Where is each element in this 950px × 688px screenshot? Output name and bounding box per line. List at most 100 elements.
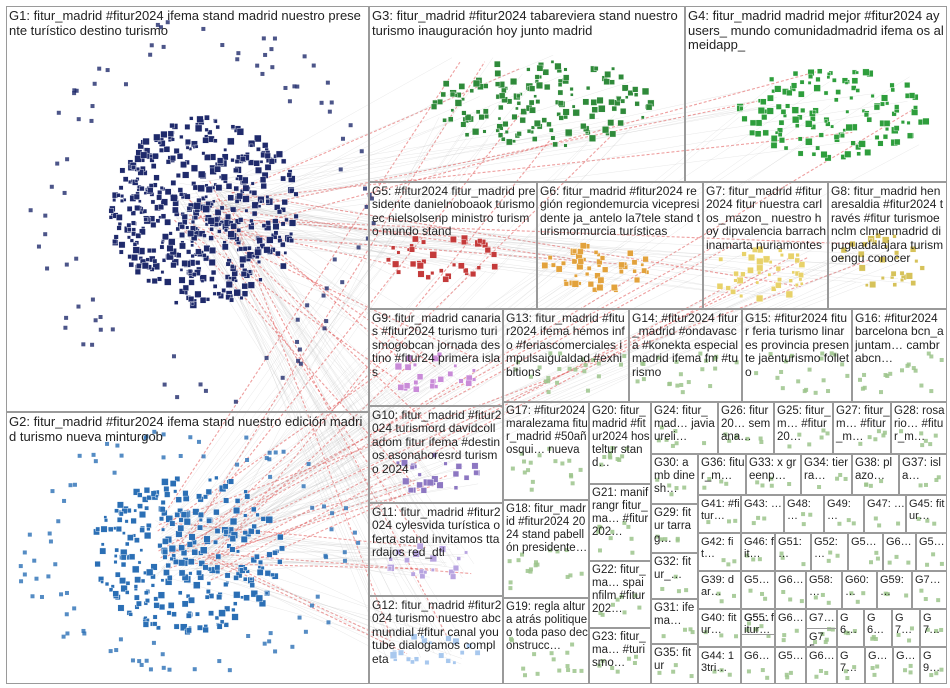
group-cell-g10: G10: fitur_madrid #fitur2024 turismord d… [369, 406, 503, 503]
group-label-g10: G10: fitur_madrid #fitur2024 turismord d… [372, 409, 502, 476]
group-label-g73: G7… [840, 650, 864, 675]
group-cell-g9: G9: fitur_madrid canarias #fitur2024 tur… [369, 309, 503, 406]
group-cell-g52: G52: … [811, 533, 848, 571]
group-cell-g15: G15: #fitur2024 fitur feria turismo lina… [742, 309, 852, 402]
group-cell-g72: G7… [920, 609, 947, 647]
group-cell-g60: G60: … [842, 571, 877, 609]
group-cell-g59: G59: … [877, 571, 912, 609]
group-label-g76: G… [896, 650, 919, 662]
group-cell-g68: G6… [837, 609, 864, 647]
group-label-g30: G30: amb dinesh… [654, 457, 697, 496]
group-cell-g17: G17: #fitur2024 maralezama fitur_madrid … [503, 402, 589, 500]
group-label-g29: G29: fitur tarrag… [654, 507, 697, 546]
group-label-g47: G47: … [867, 498, 905, 510]
group-cell-g5: G5: #fitur2024 fitur_madrid presidente d… [369, 182, 537, 309]
group-label-g18: G18: fitur_madrid #fitur2024 2024 stand … [506, 503, 588, 555]
group-label-g58: G58: … [809, 574, 841, 599]
group-label-g23: G23: fitur_ma… #turismo… [592, 631, 650, 670]
group-label-g8: G8: fitur_madrid henaresaldia #fitur2024… [831, 185, 946, 266]
group-cell-g33: G33: x greenp… [746, 454, 801, 495]
group-cell-g1: G1: fitur_madrid #fitur2024 ifema stand … [6, 6, 369, 412]
group-label-g39: G39: dar… [701, 574, 740, 599]
group-label-g68: G6… [840, 612, 863, 637]
group-cell-g20: G20: fitur_madrid #fitur2024 hosteltur s… [589, 402, 651, 484]
group-label-g45: G45: fitur… [909, 498, 946, 523]
group-cell-g50: G5… [741, 571, 775, 609]
group-cell-g24: G24: fitur_mad… javiaureli… [651, 402, 718, 454]
group-cell-g19: G19: regla altura atrás politiqueo toda … [503, 598, 589, 684]
group-cell-g13: G13: fitur_madrid #fitur2024 ifema hemos… [503, 309, 629, 402]
group-cell-g41: G41: #fitur… [698, 495, 741, 533]
group-label-g44: G44: 13tri… [701, 650, 740, 675]
group-label-g70: G7… [809, 612, 836, 624]
group-label-g13: G13: fitur_madrid #fitur2024 ifema hemos… [506, 312, 628, 379]
group-cell-g62: G6… [775, 609, 806, 647]
group-cell-g39: G39: dar… [698, 571, 741, 609]
group-cell-g49: G49: … [824, 495, 864, 533]
group-cell-g16: G16: #fitur2024 barcelona bcn_ajuntam… c… [852, 309, 947, 402]
group-cell-g38: G38: plazo… [852, 454, 899, 495]
group-label-g15: G15: #fitur2024 fitur feria turismo lina… [745, 312, 851, 379]
group-cell-g21: G21: manifrangr fitur_ma… #fitur202… [589, 484, 651, 561]
group-cell-g30: G30: amb dinesh… [651, 454, 698, 504]
group-cell-g4: G4: fitur_madrid madrid mejor #fitur2024… [685, 6, 947, 182]
group-label-g20: G20: fitur_madrid #fitur2024 hosteltur s… [592, 405, 650, 469]
group-label-g3: G3: fitur_madrid #fitur2024 tabareviera … [372, 9, 684, 38]
group-label-g37: G37: isla… [902, 457, 946, 483]
group-cell-g47: G47: … [864, 495, 906, 533]
group-label-g69: G6… [867, 612, 891, 637]
group-label-g40: G40: fitur… [701, 612, 740, 637]
group-label-g46: G46: fit… [744, 536, 774, 561]
group-cell-g45: G45: fitur… [906, 495, 947, 533]
group-cell-g28: G28: rosario… #fitur_m… [891, 402, 947, 454]
group-label-g6: G6: fitur_madrid #fitur2024 región regio… [540, 185, 702, 239]
group-label-g19: G19: regla altura atrás politiqueo toda … [506, 601, 588, 653]
group-cell-g26: G26: fitur20… semana… [718, 402, 774, 454]
group-label-g38: G38: plazo… [855, 457, 898, 483]
group-cell-g2: G2: fitur_madrid #fitur2024 ifema stand … [6, 412, 369, 684]
group-cell-g63: G6… [741, 647, 775, 684]
group-cell-g22: G22: fitur_ma… spainfilm #fitur202… [589, 561, 651, 628]
group-cell-g57: G5… [916, 533, 947, 571]
group-label-g51: G51: … [778, 536, 810, 561]
group-label-g60: G60: … [845, 574, 876, 599]
group-cell-g14: G14: #fitur2024 fitur_madrid #ondavasca … [629, 309, 742, 402]
group-cell-g51: G51: … [775, 533, 811, 571]
group-label-g52: G52: … [814, 536, 847, 561]
group-label-g43: G43: … [744, 498, 783, 510]
group-cell-g73: G7… [837, 647, 865, 684]
group-label-g24: G24: fitur_mad… javiaureli… [654, 405, 717, 444]
group-label-g48: G48: … [787, 498, 823, 523]
group-label-g65: G5… [778, 650, 805, 662]
group-label-g71: G7… [895, 612, 919, 637]
group-cell-g74: G… [865, 647, 893, 684]
group-cell-g25: G25: fitur_m… #fitur20… [774, 402, 833, 454]
group-label-g31: G31: ifema… [654, 602, 697, 628]
group-label-g41: G41: #fitur… [701, 498, 740, 523]
group-cell-g31: G31: ifema… [651, 599, 698, 644]
group-label-g62: G6… [778, 612, 805, 624]
group-label-g22: G22: fitur_ma… spainfilm #fitur202… [592, 564, 650, 616]
group-cell-g11: G11: fitur_madrid #fitur2024 cylesvida t… [369, 503, 503, 596]
group-label-g32: G32: fitur_… [654, 556, 697, 582]
group-cell-g71: G7… [892, 609, 920, 647]
group-cell-g64: G6… [806, 647, 837, 684]
group-cell-g69: G6… [864, 609, 892, 647]
group-label-g16: G16: #fitur2024 barcelona bcn_ajuntam… c… [855, 312, 946, 366]
group-cell-g77: G9… [920, 647, 947, 684]
group-cell-g40: G40: fitur… [698, 609, 741, 647]
group-label-g36: G36: fitur_m… [701, 457, 745, 483]
group-label-g27: G27: fitur_m… #fitur_m… [836, 405, 890, 444]
group-cell-g48: G48: … [784, 495, 824, 533]
group-cell-g37: G37: isla… [899, 454, 947, 495]
group-cell-g6: G6: fitur_madrid #fitur2024 región regio… [537, 182, 703, 309]
group-label-g12: G12: fitur_madrid #fitur2024 turismo nue… [372, 599, 502, 666]
group-cell-g36: G36: fitur_m… [698, 454, 746, 495]
group-cell-g61: G6… [775, 571, 806, 609]
group-label-g2: G2: fitur_madrid #fitur2024 ifema stand … [9, 415, 368, 444]
group-cell-g7: G7: fitur_madrid #fitur2024 fitur nuestr… [703, 182, 828, 309]
group-label-g26: G26: fitur20… semana… [721, 405, 773, 444]
group-label-g28: G28: rosario… #fitur_m… [894, 405, 946, 444]
group-cell-g3: G3: fitur_madrid #fitur2024 tabareviera … [369, 6, 685, 182]
